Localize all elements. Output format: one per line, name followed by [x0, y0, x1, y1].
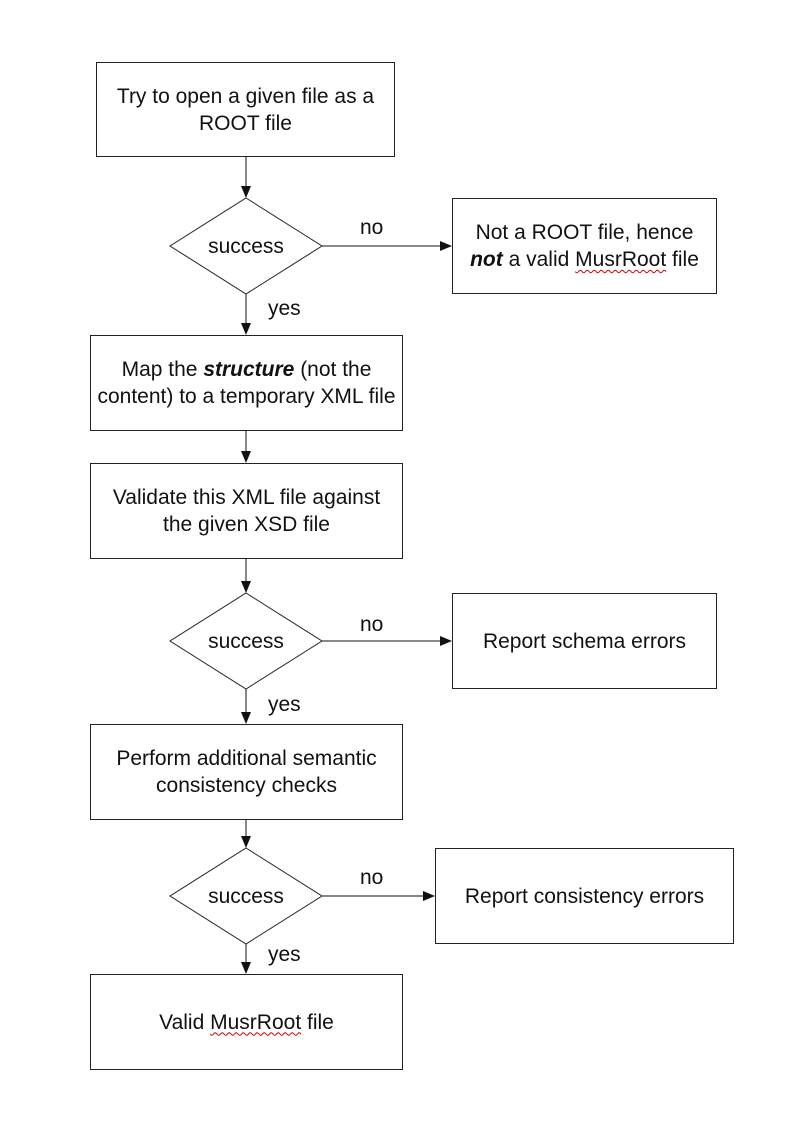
step-valid-file: Valid MusrRoot file: [90, 974, 403, 1070]
step-open-root-file-text: Try to open a given file as a ROOT file: [116, 84, 375, 135]
edge-label-yes-2: yes: [268, 693, 301, 716]
step-semantic-checks-text: Perform additional semantic consistency …: [116, 747, 377, 797]
step-semantic-checks: Perform additional semantic consistency …: [90, 724, 403, 820]
step-not-root-file: Not a ROOT file, hence not a valid MusrR…: [452, 198, 717, 294]
step-report-schema-errors: Report schema errors: [452, 593, 717, 689]
step-open-root-file: Try to open a given file as a ROOT file: [96, 62, 395, 157]
step-validate-xml-text: Validate this XML file against the given…: [112, 486, 381, 536]
step-report-consistency-errors-text: Report consistency errors: [464, 884, 705, 908]
edge-label-yes-3: yes: [268, 943, 301, 966]
edge-label-no-3: no: [360, 866, 384, 889]
decision-1-text: success: [208, 235, 284, 258]
step-validate-xml: Validate this XML file against the given…: [90, 463, 403, 559]
step-not-root-file-text: Not a ROOT file, hence not a valid MusrR…: [470, 221, 699, 271]
decision-3-text: success: [208, 885, 284, 908]
edge-label-no-1: no: [360, 216, 384, 239]
step-map-structure: Map the structure (not the content) to a…: [90, 335, 403, 431]
step-report-consistency-errors: Report consistency errors: [435, 848, 734, 944]
edge-label-no-2: no: [360, 613, 384, 636]
decision-2-text: success: [208, 630, 284, 653]
step-report-schema-errors-text: Report schema errors: [482, 629, 687, 653]
step-valid-file-text: Valid MusrRoot file: [159, 1010, 334, 1034]
step-map-structure-text: Map the structure (not the content) to a…: [97, 358, 396, 408]
edge-label-yes-1: yes: [268, 297, 301, 320]
